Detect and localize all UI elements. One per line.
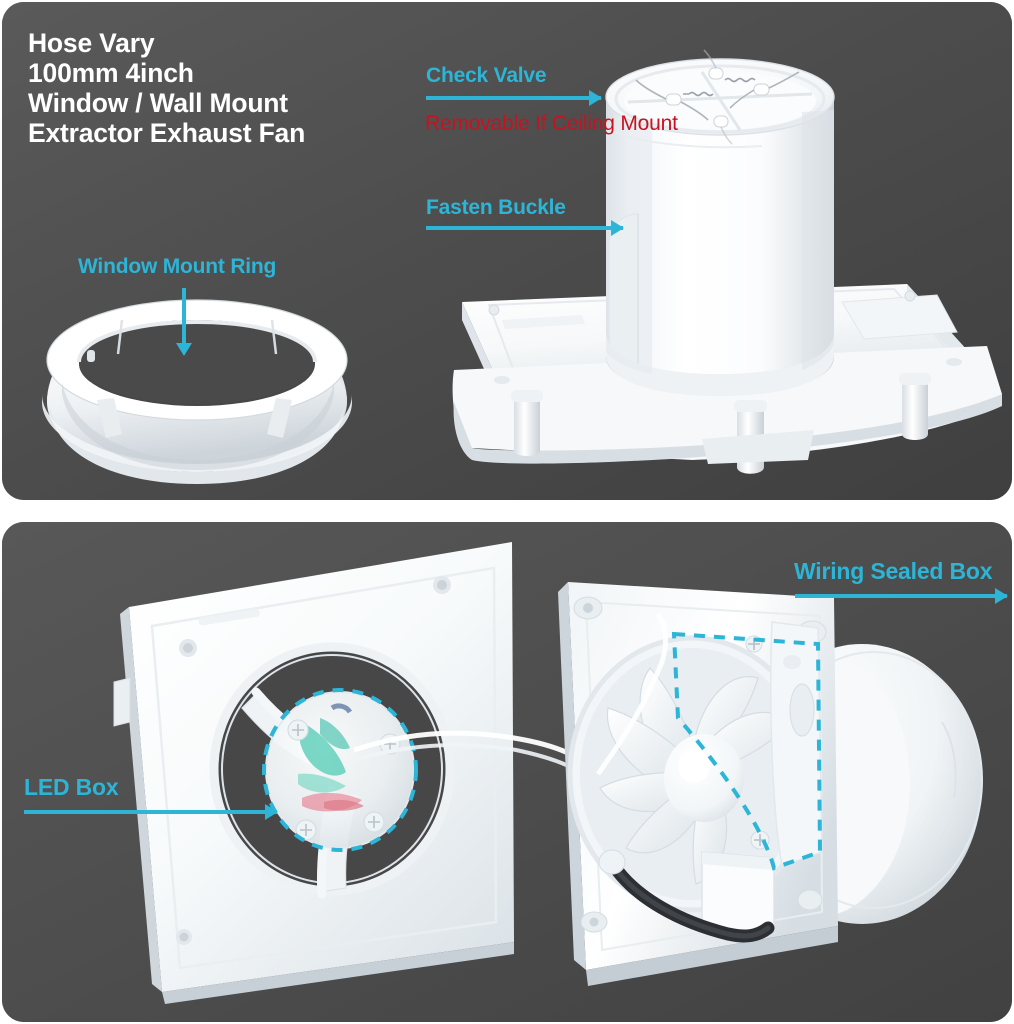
front-cover-panel <box>113 542 602 1004</box>
top-panel-illustration <box>2 2 1012 500</box>
page-title: Hose Vary 100mm 4inch Window / Wall Moun… <box>28 28 306 148</box>
window-mount-ring-illustration <box>42 299 352 484</box>
led-box-assembly <box>262 688 418 852</box>
top-product-panel: Hose Vary 100mm 4inch Window / Wall Moun… <box>2 2 1012 500</box>
mount-legs <box>511 373 931 474</box>
arrow-window-mount-ring <box>182 288 186 344</box>
impeller-blades <box>599 667 791 885</box>
arrow-check-valve <box>426 96 601 100</box>
arrow-fasten-buckle <box>426 226 623 230</box>
bottom-product-panel: Wiring Sealed Box LED Box <box>2 522 1012 1022</box>
check-valve-mechanism <box>627 49 813 145</box>
arrow-led-box <box>24 810 277 814</box>
label-window-mount-ring: Window Mount Ring <box>78 255 277 278</box>
led-box-dashed-highlight <box>262 688 418 852</box>
wiring-sealed-box-dashed-highlight <box>671 631 823 871</box>
label-removable-note: Removable If Ceiling Mount <box>425 112 678 135</box>
label-fasten-buckle: Fasten Buckle <box>426 196 566 219</box>
label-wiring-sealed-box: Wiring Sealed Box <box>794 558 993 584</box>
label-led-box: LED Box <box>24 774 119 800</box>
fan-body-unit <box>558 582 983 986</box>
arrow-wiring-sealed-box <box>795 594 1007 598</box>
bottom-panel-illustration <box>2 522 1012 1022</box>
duct-fan-unit-illustration <box>452 49 1002 474</box>
label-check-valve: Check Valve <box>426 64 547 87</box>
